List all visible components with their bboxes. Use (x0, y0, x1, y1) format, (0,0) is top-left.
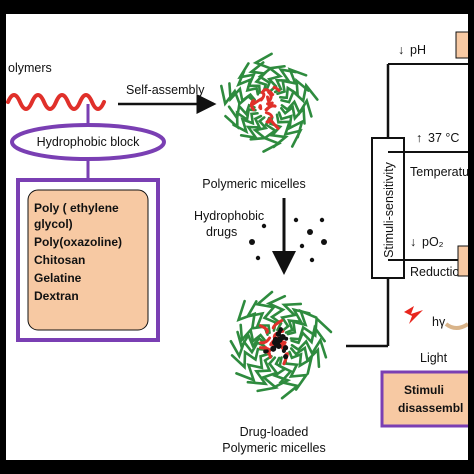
disassembly-label-2: disassembl (398, 401, 463, 415)
light-symbol: hγ (432, 315, 446, 329)
edge-polymer-fragment (444, 322, 468, 330)
polymer-chain (6, 93, 106, 111)
hydrophilic-item: Dextran (34, 289, 79, 303)
stimulus-branch: ↑ 37 °C Temperature (388, 131, 468, 179)
edge-box (457, 245, 468, 277)
drug-loaded-label-1: Drug-loaded (240, 425, 309, 439)
stimulus-name: Light (420, 351, 448, 365)
hydrophobic-drugs-label-1: Hydrophobic (194, 209, 264, 223)
stimulus-name: Temperature (410, 165, 468, 179)
stimulus-symbol: ↑ (416, 131, 422, 145)
stimulus-label: pO₂ (422, 235, 444, 249)
polymeric-micelles-label: Polymeric micelles (202, 177, 306, 191)
stimulus-symbol: ↓ (410, 235, 416, 249)
stimulus-symbol: ↓ (398, 43, 404, 57)
drug-loaded-label-2: Polymeric micelles (222, 441, 326, 455)
polymeric-micelle (220, 52, 319, 153)
disassembly-label-1: Stimuli (404, 383, 444, 397)
drug-particles (249, 217, 327, 263)
lightning-icon (404, 306, 423, 324)
hydrophilic-item: Poly ( ethylene (34, 201, 119, 215)
diagram-panel: olymers Hydrophobic block Poly ( ethylen… (6, 14, 468, 460)
hydrophobic-block-ellipse (10, 123, 166, 161)
stimulus-label: 37 °C (428, 131, 459, 145)
polymers-label: olymers (8, 61, 52, 75)
self-assembly-label: Self-assembly (126, 83, 205, 97)
edge-box (455, 31, 468, 59)
hydrophilic-item: glycol) (34, 217, 73, 231)
hydrophilic-item: Poly(oxazoline) (34, 235, 122, 249)
micelle-diagram: olymers Hydrophobic block Poly ( ethylen… (6, 31, 468, 455)
hydrophilic-item: Gelatine (34, 271, 82, 285)
stimulus-label: pH (410, 43, 426, 57)
stimuli-sensitivity-box (371, 137, 405, 279)
hydrophilic-box-inner (27, 189, 149, 331)
stimulus-branch: ↓ pO₂ Reduction (388, 235, 468, 279)
drug-loaded-micelle (229, 290, 333, 400)
hydrophilic-item: Chitosan (34, 253, 85, 267)
stimulus-branch: ↓ pH (388, 43, 468, 65)
disassembly-box (380, 370, 468, 428)
stimulus-name: Reduction (410, 265, 466, 279)
stimuli-sensitivity-label: Stimuli-sensitivity (382, 161, 396, 258)
hydrophobic-drugs-label-2: drugs (206, 225, 237, 239)
hydrophobic-block-label: Hydrophobic block (37, 135, 141, 149)
